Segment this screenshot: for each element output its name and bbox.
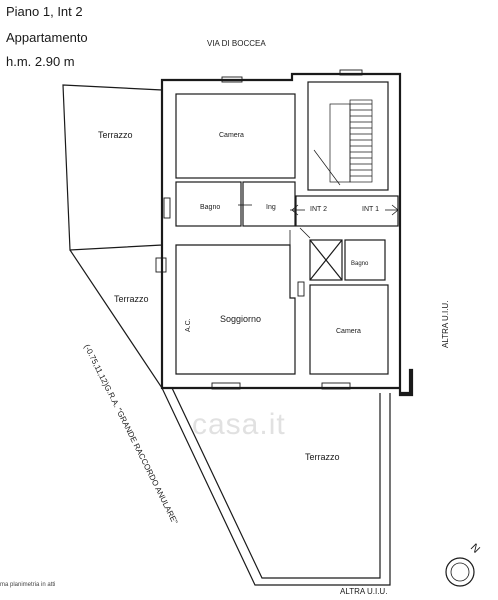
terrace-left-outline <box>62 84 163 251</box>
elevator-shaft <box>309 239 343 281</box>
floor-label: Piano 1, Int 2 <box>6 4 83 19</box>
unit-type-label: Appartamento <box>6 30 88 45</box>
camera-right-walls <box>309 284 389 375</box>
bagno-right-walls <box>344 239 386 281</box>
neighbor-right-label: ALTRA U.I.U. <box>441 301 450 348</box>
room-bagno-right: Bagno <box>351 261 369 267</box>
ingresso-walls <box>242 181 296 227</box>
compass-ring <box>445 557 475 587</box>
street-top-label: VIA DI BOCCEA <box>207 39 266 48</box>
compass-letter: N <box>468 542 482 556</box>
room-terrazzo-mid: Terrazzo <box>114 294 149 304</box>
camera-top-walls <box>175 93 296 179</box>
neighbor-bottom-label: ALTRA U.I.U. <box>340 587 387 596</box>
bagno-left-walls <box>175 181 242 227</box>
room-ingresso: Ing <box>266 204 276 211</box>
outer-wall <box>160 72 414 397</box>
soggiorno-walls <box>175 244 296 375</box>
diagonal-boundary-inner <box>162 387 381 579</box>
stair-core <box>307 81 389 191</box>
footer-note: ma planimetria in atti <box>0 582 56 588</box>
room-soggiorno: Soggiorno <box>220 314 261 324</box>
room-camera-right: Camera <box>336 328 361 335</box>
watermark: casa.it <box>192 408 286 441</box>
diagonal-boundary <box>69 249 391 586</box>
room-camera-top: Camera <box>219 132 244 139</box>
room-bagno-left: Bagno <box>200 204 220 211</box>
room-terrazzo-bottom: Terrazzo <box>305 452 340 462</box>
room-int1: INT 1 <box>362 206 379 213</box>
room-ac: A.C. <box>185 318 192 332</box>
room-terrazzo-top: Terrazzo <box>98 130 133 140</box>
height-label: h.m. 2.90 m <box>6 54 75 69</box>
street-diagonal-label: (-0.75,11,12)G.R.A. "GRANDE RACCORDO ANU… <box>82 343 179 526</box>
room-int2: INT 2 <box>310 206 327 213</box>
landing <box>295 195 399 227</box>
